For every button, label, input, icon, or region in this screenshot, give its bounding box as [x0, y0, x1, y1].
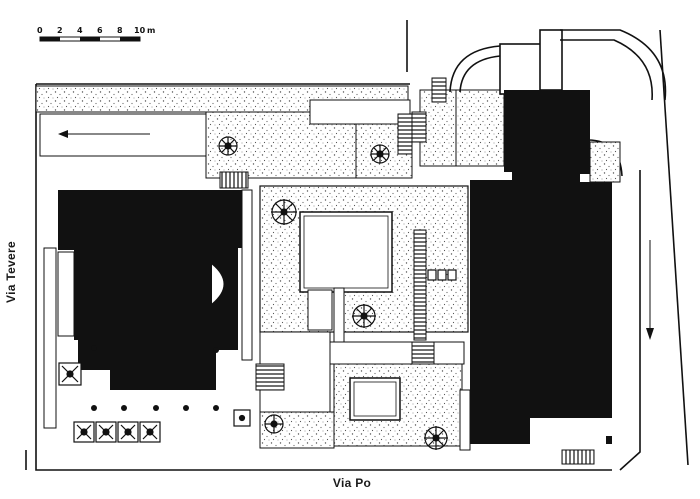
street-label-via-tevere: Via Tevere [4, 241, 18, 303]
central-garden [259, 185, 469, 449]
stairs-upper [431, 77, 447, 103]
scale-tick-6: 6 [97, 26, 103, 35]
south-east-stairs [561, 449, 595, 465]
scale-tick-0: 0 [37, 26, 43, 35]
stairs-north-2 [411, 111, 427, 143]
garden-seats [427, 269, 457, 281]
south-entry-wall [459, 389, 471, 451]
site-boundary [25, 20, 689, 471]
north-east-arcs [449, 29, 667, 177]
stairs-west-entry [219, 171, 249, 189]
scale-tick-8: 8 [117, 26, 123, 35]
tree-symbols [58, 136, 448, 450]
garden-colonnade [413, 229, 427, 341]
west-building [58, 190, 246, 390]
church-apse-stipple [589, 141, 621, 183]
stairs-north [397, 113, 413, 155]
stairs-central [255, 363, 285, 391]
east-wall-pilasters [606, 232, 612, 444]
west-building-inner-wall [43, 247, 57, 429]
scale-tick-4: 4 [77, 26, 83, 35]
scale-tick-10: 10 [134, 26, 146, 35]
garden-steps [411, 341, 435, 365]
east-arrow [646, 240, 654, 340]
scale-tick-2: 2 [57, 26, 63, 35]
west-building-annex [241, 189, 253, 361]
scale-bar [39, 36, 141, 42]
church-building [470, 90, 612, 444]
west-building-courtyard [57, 251, 75, 337]
column-dots [91, 345, 219, 411]
street-label-via-po: Via Po [332, 476, 372, 490]
scale-unit: m [147, 26, 156, 35]
west-building-apse [211, 263, 225, 305]
